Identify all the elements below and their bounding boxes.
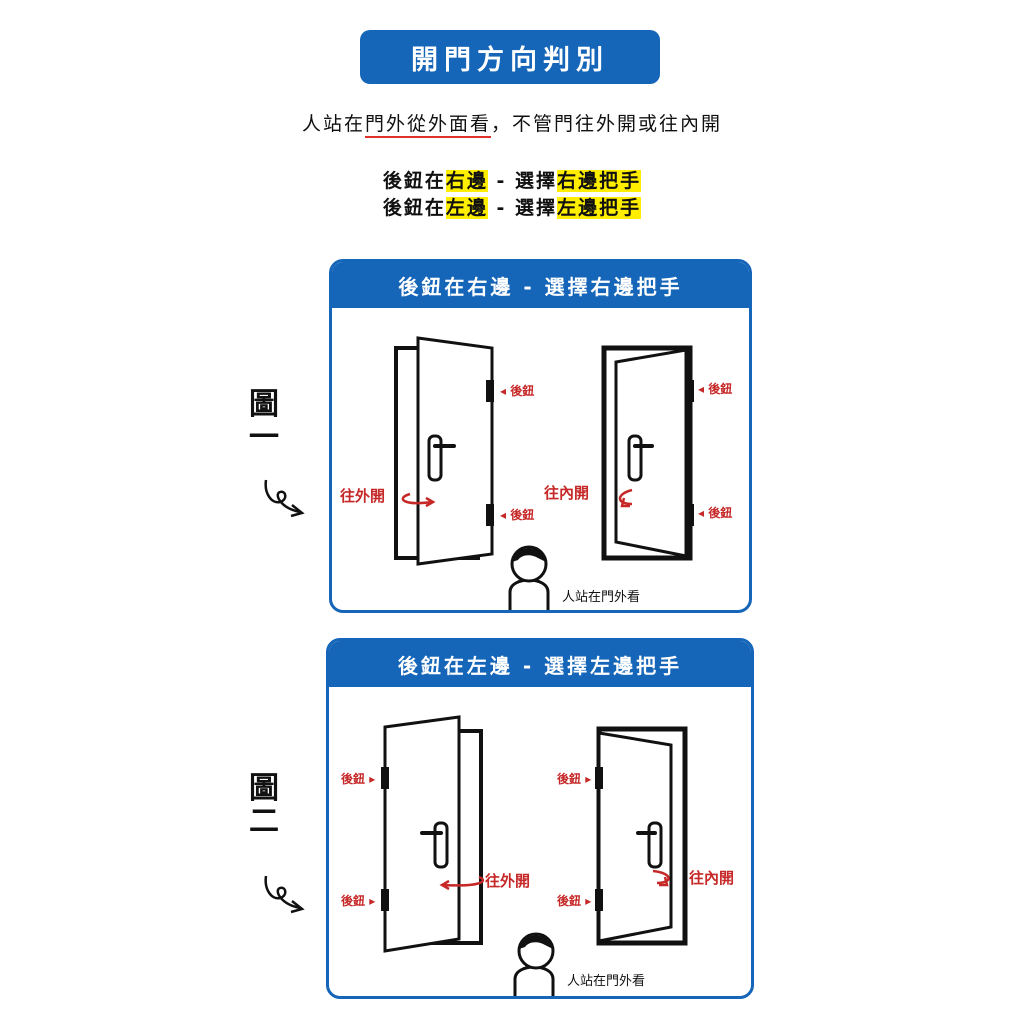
hinge-label: 後鈕 ▸ xyxy=(557,893,591,908)
rule-right-side: 右邊 xyxy=(445,170,488,192)
swing-arrow-icon xyxy=(652,869,670,885)
swing-arrow-icon xyxy=(442,875,485,887)
page-title: 開門方向判別 xyxy=(360,30,660,84)
door-handle-icon xyxy=(647,821,663,869)
inward-label: 往內開 xyxy=(544,484,589,502)
rule-left-side: 左邊 xyxy=(445,197,488,219)
rule-left-choice: 左邊把手 xyxy=(557,197,642,219)
figure-1-diagram: 往外開 ◂ 後鈕 ◂ 後鈕 往內開 ◂ 後鈕 ◂ 後鈕 人站在門外看 xyxy=(340,336,732,610)
hinge-icon xyxy=(595,767,603,789)
hinge-icon xyxy=(686,380,694,402)
rule-right: 後鈕在右邊 - 選擇右邊把手 xyxy=(0,166,1024,193)
inward-door xyxy=(595,726,688,946)
person-label: 人站在門外看 xyxy=(562,589,640,605)
hinge-label: 後鈕 ▸ xyxy=(341,771,375,786)
swing-arrow-icon xyxy=(618,488,633,506)
instruction-text: 人站在門外從外面看，不管門往外開或往內開 xyxy=(0,109,1024,138)
rule-right-mid: - 選擇 xyxy=(487,170,558,192)
figure-2-panel-title: 後鈕在左邊 - 選擇左邊把手 xyxy=(329,641,751,687)
hinge-icon xyxy=(686,504,694,526)
rule-left: 後鈕在左邊 - 選擇左邊把手 xyxy=(0,193,1024,220)
door-leaf xyxy=(597,731,673,943)
hinge-label: ◂ 後鈕 xyxy=(500,383,534,398)
hinge-icon xyxy=(381,889,389,911)
hinge-label: 後鈕 ▸ xyxy=(557,771,591,786)
figure-2-panel: 後鈕在左邊 - 選擇左邊把手 往外開 後鈕 ▸ 後鈕 ▸ 往內開 後 xyxy=(326,638,754,999)
instruction-suffix: ，不管門往外開或往內開 xyxy=(491,113,723,135)
door-handle-icon xyxy=(627,434,643,482)
hinge-label: ◂ 後鈕 xyxy=(698,505,732,520)
inward-label: 往內開 xyxy=(689,869,734,887)
rule-right-prefix: 後鈕在 xyxy=(382,170,446,192)
hinge-icon xyxy=(486,380,494,402)
figure-1-label-char1: 圖 xyxy=(249,387,279,422)
instruction-underlined: 門外從外面看 xyxy=(364,113,491,138)
hinge-icon xyxy=(381,767,389,789)
figure-2-label-char2: 二 xyxy=(249,804,279,839)
hinge-icon xyxy=(595,889,603,911)
figure-1-label: 圖 一 xyxy=(244,388,284,454)
figure-2-diagram: 往外開 後鈕 ▸ 後鈕 ▸ 往內開 後鈕 ▸ 後鈕 ▸ 人站在門外看 xyxy=(341,715,734,996)
person-label: 人站在門外看 xyxy=(567,973,645,989)
hinge-label: ◂ 後鈕 xyxy=(698,381,732,396)
rule-left-mid: - 選擇 xyxy=(487,197,558,219)
curly-arrow-icon xyxy=(264,479,305,518)
door-leaf xyxy=(416,336,494,566)
person-icon xyxy=(508,545,550,610)
outward-label: 往外開 xyxy=(485,872,530,890)
inward-door xyxy=(601,345,694,561)
figure-1-label-char2: 一 xyxy=(249,420,279,455)
hinge-label: 後鈕 ▸ xyxy=(341,893,375,908)
door-handle-icon xyxy=(433,821,449,869)
figure-1-panel: 後鈕在右邊 - 選擇右邊把手 往外開 ◂ 後鈕 ◂ 後鈕 往內開 ◂ xyxy=(329,259,752,613)
outward-label: 往外開 xyxy=(340,487,385,505)
hinge-icon xyxy=(486,504,494,526)
figure-2-label-char1: 圖 xyxy=(249,771,279,806)
figure-2-label: 圖 二 xyxy=(244,772,284,838)
person-icon xyxy=(513,932,555,996)
curly-arrow-icon xyxy=(264,875,305,914)
outward-door xyxy=(394,336,494,566)
figure-1-panel-title: 後鈕在右邊 - 選擇右邊把手 xyxy=(332,262,749,308)
door-leaf xyxy=(614,348,688,558)
door-frame xyxy=(601,345,693,561)
swing-arrow-icon xyxy=(401,492,433,505)
outward-door xyxy=(381,715,485,953)
rule-left-prefix: 後鈕在 xyxy=(382,197,446,219)
instruction-prefix: 人站在 xyxy=(301,113,365,135)
rule-right-choice: 右邊把手 xyxy=(557,170,642,192)
hinge-label: ◂ 後鈕 xyxy=(500,507,534,522)
door-handle-icon xyxy=(427,434,443,482)
